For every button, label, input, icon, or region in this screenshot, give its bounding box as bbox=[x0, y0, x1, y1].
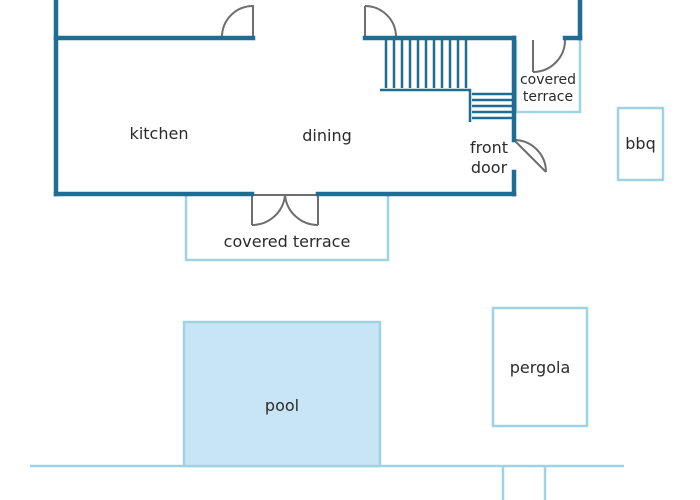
dining-label: dining bbox=[302, 126, 352, 145]
terrace-door bbox=[532, 39, 566, 73]
entry-covered-terrace-label: covered terrace bbox=[519, 72, 577, 105]
staircase bbox=[380, 40, 512, 122]
bbq-outline bbox=[616, 106, 665, 182]
house-walls bbox=[53, 0, 583, 197]
pergola-outline bbox=[491, 306, 589, 428]
pergola-label: pergola bbox=[509, 358, 571, 377]
door-swings bbox=[221, 4, 566, 227]
pool-label: pool bbox=[264, 396, 300, 415]
pool-area bbox=[182, 320, 382, 468]
rear-covered-terrace-outline bbox=[184, 194, 390, 262]
lower-boundary-outline bbox=[30, 464, 624, 500]
bbq-label: bbq bbox=[625, 134, 656, 153]
upper-right-door bbox=[364, 5, 397, 38]
kitchen-label: kitchen bbox=[129, 124, 189, 143]
upper-left-door bbox=[221, 4, 254, 38]
rear-right-door bbox=[283, 194, 319, 227]
rear-covered-terrace-label: covered terrace bbox=[223, 232, 351, 251]
front-door bbox=[513, 139, 547, 173]
rear-left-door bbox=[251, 194, 287, 227]
front-door-label: front door bbox=[469, 138, 509, 177]
